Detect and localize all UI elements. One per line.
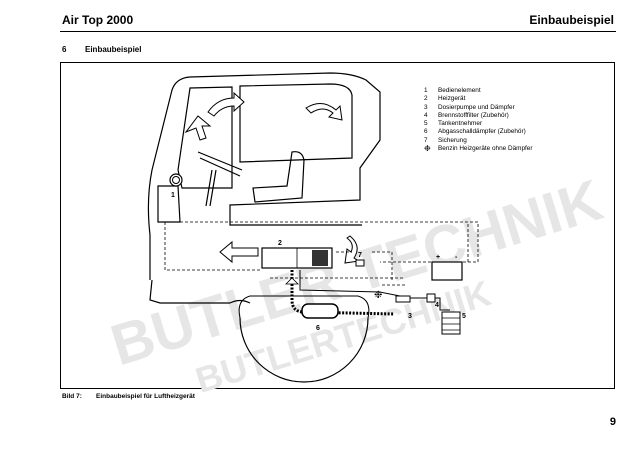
air-flow-arrows (184, 91, 361, 264)
air-heater (261, 247, 333, 269)
tank-pickup (441, 311, 461, 335)
callout-2: 2 (278, 240, 282, 247)
document-title: Air Top 2000 (62, 13, 134, 27)
figure-caption: Bild 7: Einbaubeispiel für Luftheizgerät (62, 393, 195, 400)
callout-5: 5 (462, 313, 466, 320)
page-number: 9 (609, 416, 616, 428)
battery-minus-label: - (455, 254, 458, 261)
legend-note: ❉Benzin Heizgeräte ohne Dämpfer (424, 144, 533, 154)
fuel-filter (426, 293, 436, 303)
callout-6: 6 (316, 325, 320, 332)
callout-4: 4 (435, 302, 439, 309)
section-title: Einbaubeispiel (85, 45, 142, 54)
header-rule (60, 31, 616, 32)
section-number: 6 (62, 45, 67, 54)
petrol-marker-icon: ❉ (374, 290, 382, 301)
fuel-line (299, 270, 450, 311)
wheel (238, 295, 370, 383)
dosing-pump (395, 295, 411, 303)
callout-3: 3 (408, 313, 412, 320)
caption-text: Einbaubeispiel für Luftheizgerät (96, 393, 195, 400)
control-element (169, 173, 183, 187)
watermark: BUTLER TECHNIK BUTLERTECHNIK (104, 167, 610, 401)
truck-cab-outline (147, 72, 381, 304)
steering-wheel (197, 151, 243, 207)
chassis-frame (164, 221, 479, 286)
caption-label: Bild 7: (62, 393, 82, 400)
battery-plus-label: + (436, 254, 440, 261)
callout-1: 1 (171, 192, 175, 199)
callout-7: 7 (358, 252, 362, 259)
battery (431, 222, 469, 281)
fuse (355, 259, 365, 267)
figure-frame (60, 62, 615, 389)
exhaust-silencer (301, 303, 339, 319)
up-arrow-icon (285, 277, 299, 285)
snowflake-icon: ❉ (424, 144, 431, 154)
section-header-title: Einbaubeispiel (529, 13, 614, 27)
